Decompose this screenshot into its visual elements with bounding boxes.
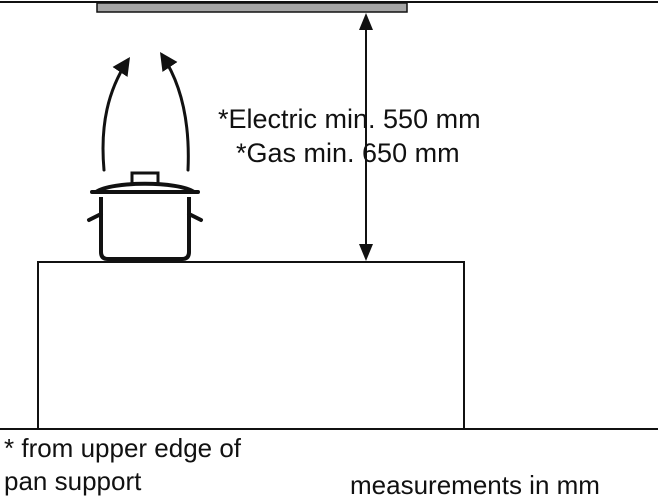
double-arrow-icon [359,13,373,261]
footnote-line-1: * from upper edge of [4,433,242,463]
cooking-pot-icon [87,171,203,261]
units-note: measurements in mm [350,470,600,500]
steam-arrow-icon [101,52,190,172]
electric-clearance-label: *Electric min. 550 mm [218,104,481,134]
gas-clearance-label: *Gas min. 650 mm [236,138,460,168]
footnote-line-2: pan support [4,466,142,496]
extractor-hood [96,2,408,13]
cooktop-counter [37,261,465,430]
